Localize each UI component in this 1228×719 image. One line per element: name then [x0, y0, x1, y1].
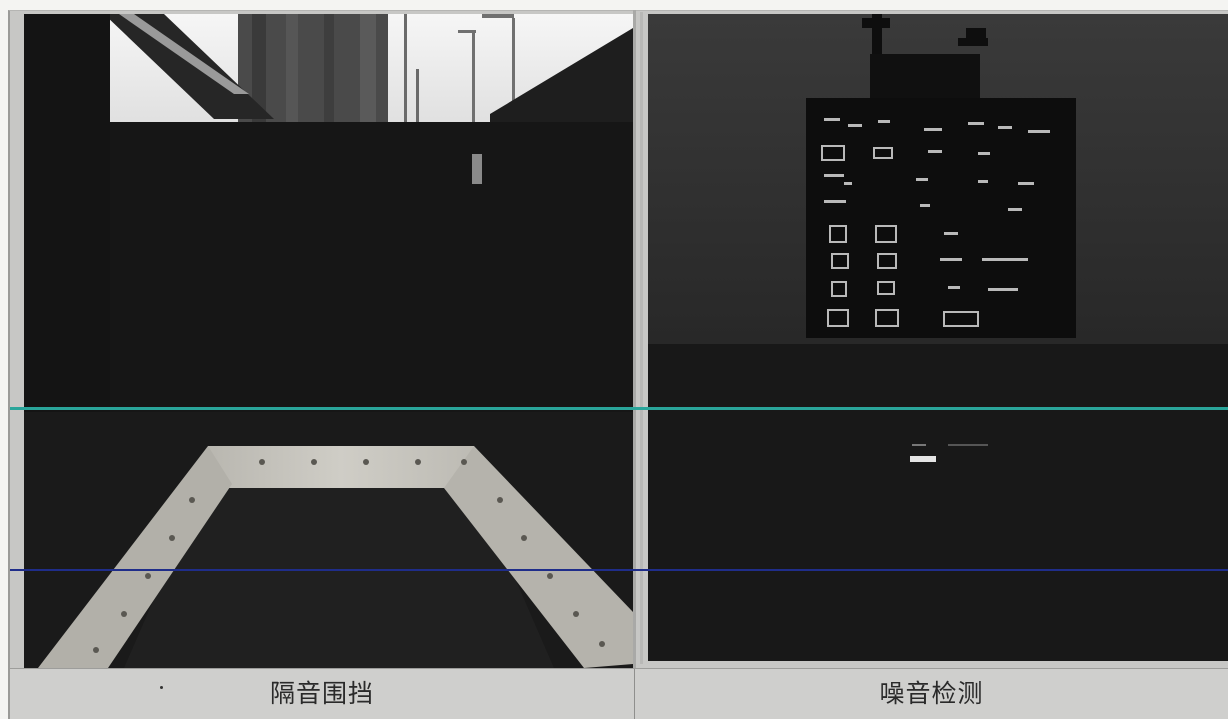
noise-monitor-scene: [648, 14, 1228, 661]
noise-monitor-photo: [648, 14, 1228, 661]
photo-border: [640, 12, 643, 664]
column-divider: [633, 10, 636, 719]
sound-barrier-scene: [24, 14, 633, 668]
caption-row: 隔音围挡 噪音检测: [10, 668, 1228, 719]
scan-speck: [160, 686, 163, 689]
sound-barrier-photo: [24, 14, 633, 668]
caption-sound-barrier: 隔音围挡: [269, 679, 374, 708]
caption-divider: [634, 669, 635, 719]
caption-noise-detection: 噪音检测: [879, 679, 984, 708]
